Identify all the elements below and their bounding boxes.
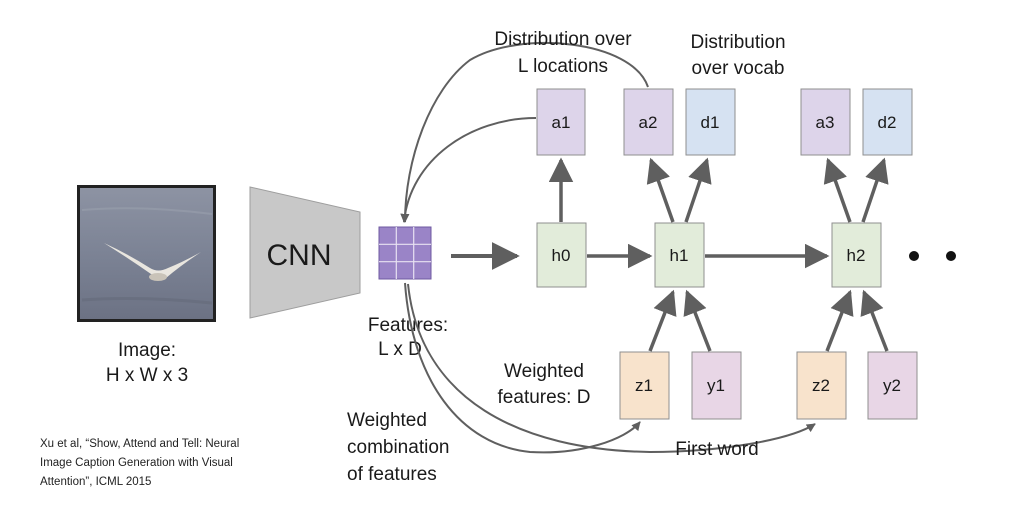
node-y1-label: y1 [707,376,725,395]
cnn-block [249,186,361,319]
node-a2-label: a2 [639,113,658,132]
node-d2-label: d2 [878,113,897,132]
features-label-line1: Features: [368,315,448,336]
citation-line3: Attention”, ICML 2015 [40,476,151,488]
image-label-line2: H x W x 3 [106,365,188,386]
node-h2-label: h2 [847,246,866,265]
node-z1 [619,351,670,420]
node-a1 [536,88,586,156]
node-h1 [654,222,705,288]
node-a2 [623,88,674,156]
node-d1 [685,88,736,156]
connection-arrows [548,157,889,352]
node-y1 [691,351,742,420]
citation-line2: Image Caption Generation with Visual [40,457,233,469]
node-h1-label: h1 [670,246,689,265]
weighted-features-label-line1: Weighted [504,361,584,382]
weighted-combo-label-line1: Weighted [347,410,427,431]
dist-locations-label-line1: Distribution over [494,29,632,50]
ellipsis-dot [946,251,956,261]
weighted-combo-label-line2: combination [347,437,449,458]
attention-curves [400,42,816,454]
input-image [77,185,216,322]
node-z1-label: z1 [635,376,653,395]
cnn-label: CNN [267,239,332,272]
bird-icon [104,243,201,281]
features-label-line2: L x D [378,339,422,360]
image-label-line1: Image: [118,340,176,361]
node-d2 [862,88,913,156]
node-y2 [867,351,918,420]
dist-vocab-label-line1: Distribution [690,32,785,53]
node-h0 [536,222,587,288]
node-z2-label: z2 [812,376,830,395]
weighted-combo-label-line3: of features [347,464,437,485]
citation-line1: Xu et al, “Show, Attend and Tell: Neural [40,438,239,450]
node-h0-label: h0 [552,246,571,265]
node-a3-label: a3 [816,113,835,132]
node-z2 [796,351,847,420]
dist-locations-label-line2: L locations [518,56,608,77]
node-d1-label: d1 [701,113,720,132]
feature-grid [378,226,432,280]
ellipsis-dot [909,251,919,261]
weighted-features-label-line2: features: D [498,387,591,408]
first-word-label: First word [675,439,758,460]
node-a3 [800,88,851,156]
node-h2 [831,222,882,288]
dist-vocab-label-line2: over vocab [692,58,785,79]
node-y2-label: y2 [883,376,901,395]
node-a1-label: a1 [552,113,571,132]
